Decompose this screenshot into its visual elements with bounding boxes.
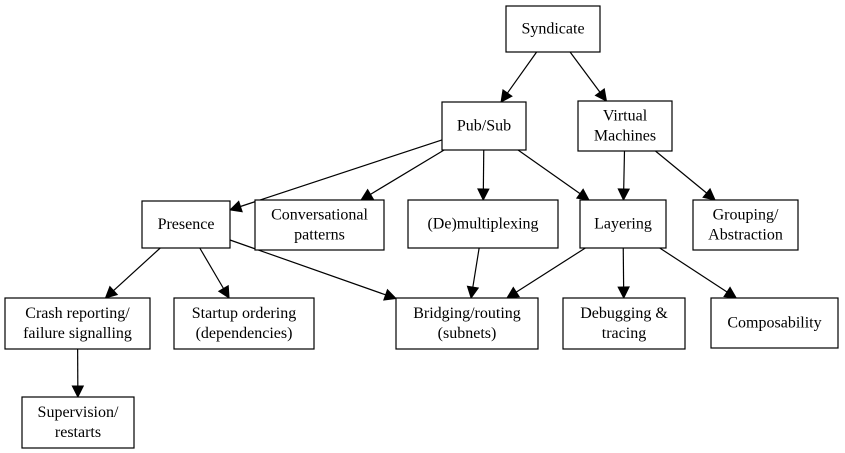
node-label: Debugging & — [580, 305, 668, 322]
node-label: Machines — [594, 128, 656, 145]
node-box — [692, 199, 799, 251]
edge-layering-to-compose — [659, 247, 738, 299]
node-box — [579, 199, 667, 249]
node-label: Crash reporting/ — [25, 305, 130, 322]
node-label: Supervision/ — [38, 404, 119, 421]
node-crash: Crash reporting/failure signalling — [4, 297, 151, 350]
node-label: (De)multiplexing — [427, 216, 538, 233]
edge-line — [240, 139, 443, 208]
node-label: Syndicate — [521, 21, 584, 38]
arrow-head-icon — [360, 188, 375, 201]
node-conv: Conversational patterns — [254, 199, 385, 251]
node-box — [562, 297, 686, 350]
node-compose: Composability — [710, 297, 839, 349]
node-label: failure signalling — [23, 325, 132, 342]
node-layering: Layering — [579, 199, 667, 249]
arrow-head-icon — [506, 286, 521, 299]
node-demux: (De)multiplexing — [407, 199, 559, 249]
node-box — [505, 5, 601, 53]
node-box — [4, 297, 151, 350]
arrow-head-icon — [723, 286, 738, 299]
edge-syndicate-to-vm — [569, 51, 608, 102]
edge-line — [517, 149, 581, 195]
arrow-head-icon — [702, 187, 716, 201]
edge-line — [569, 51, 601, 93]
edge-demux-to-bridging — [466, 247, 480, 300]
node-bridging: Bridging/routing (subnets) — [395, 297, 539, 350]
edge-line — [472, 247, 480, 288]
node-label: Layering — [594, 216, 652, 233]
node-label: tracing — [602, 325, 646, 342]
node-box — [710, 297, 839, 349]
node-box — [407, 199, 559, 249]
edge-presence-to-crash — [104, 247, 161, 299]
edge-crash-to-supervision — [71, 348, 85, 399]
arrow-head-icon — [575, 188, 590, 201]
edge-line — [623, 150, 626, 190]
edge-layering-to-debug — [617, 247, 630, 300]
node-box — [21, 396, 135, 449]
node-label: patterns — [294, 227, 345, 244]
node-startup: Startup ordering (dependencies) — [173, 297, 315, 350]
arrow-head-icon — [466, 285, 480, 300]
edge-line — [370, 149, 445, 195]
arrow-head-icon — [617, 286, 630, 300]
node-box — [577, 100, 673, 152]
node-box — [395, 297, 539, 350]
node-label: Pub/Sub — [457, 118, 511, 135]
node-supervision: Supervision/restarts — [21, 396, 135, 449]
arrow-head-icon — [228, 200, 243, 213]
edge-line — [655, 150, 707, 194]
edge-line — [506, 51, 538, 94]
edge-layering-to-bridging — [506, 247, 586, 299]
node-label: (subnets) — [438, 325, 497, 342]
nodes-layer: SyndicatePub/SubVirtualMachinesPresenceC… — [4, 5, 839, 449]
edge-line — [113, 247, 161, 292]
arrow-head-icon — [500, 88, 513, 103]
edge-presence-to-startup — [199, 247, 230, 299]
edge-line — [659, 247, 728, 293]
node-label: Abstraction — [708, 227, 783, 244]
node-box — [441, 101, 527, 151]
arrow-head-icon — [477, 188, 490, 202]
node-box — [173, 297, 315, 350]
arrow-head-icon — [617, 188, 631, 202]
node-label: (dependencies) — [196, 325, 293, 342]
edge-line — [199, 247, 225, 289]
node-label: Composability — [727, 315, 821, 332]
edge-pubsub-to-presence — [228, 139, 443, 213]
node-box — [141, 200, 231, 249]
edge-pubsub-to-layering — [517, 149, 590, 201]
node-label: restarts — [55, 424, 101, 441]
node-label: Bridging/routing — [413, 305, 521, 322]
node-pubsub: Pub/Sub — [441, 101, 527, 151]
edge-vm-to-layering — [617, 150, 631, 202]
arrow-head-icon — [71, 385, 85, 399]
node-box — [254, 199, 385, 251]
edge-syndicate-to-pubsub — [500, 51, 538, 103]
arrow-head-icon — [104, 285, 119, 299]
node-label: Conversational — [271, 207, 368, 224]
node-syndicate: Syndicate — [505, 5, 601, 53]
node-debug: Debugging & tracing — [562, 297, 686, 350]
node-label: Virtual — [603, 108, 648, 125]
edge-line — [515, 247, 586, 293]
node-label: Presence — [158, 216, 215, 233]
node-label: Startup ordering — [192, 305, 296, 322]
node-grouping: Grouping/Abstraction — [692, 199, 799, 251]
arrow-head-icon — [383, 288, 398, 301]
node-presence: Presence — [141, 200, 231, 249]
edge-pubsub-to-conv — [360, 149, 445, 201]
edge-vm-to-grouping — [655, 150, 716, 201]
edge-pubsub-to-demux — [477, 149, 490, 202]
arrow-head-icon — [594, 88, 608, 102]
arrow-head-icon — [217, 284, 230, 299]
node-label: Grouping/ — [713, 207, 779, 224]
